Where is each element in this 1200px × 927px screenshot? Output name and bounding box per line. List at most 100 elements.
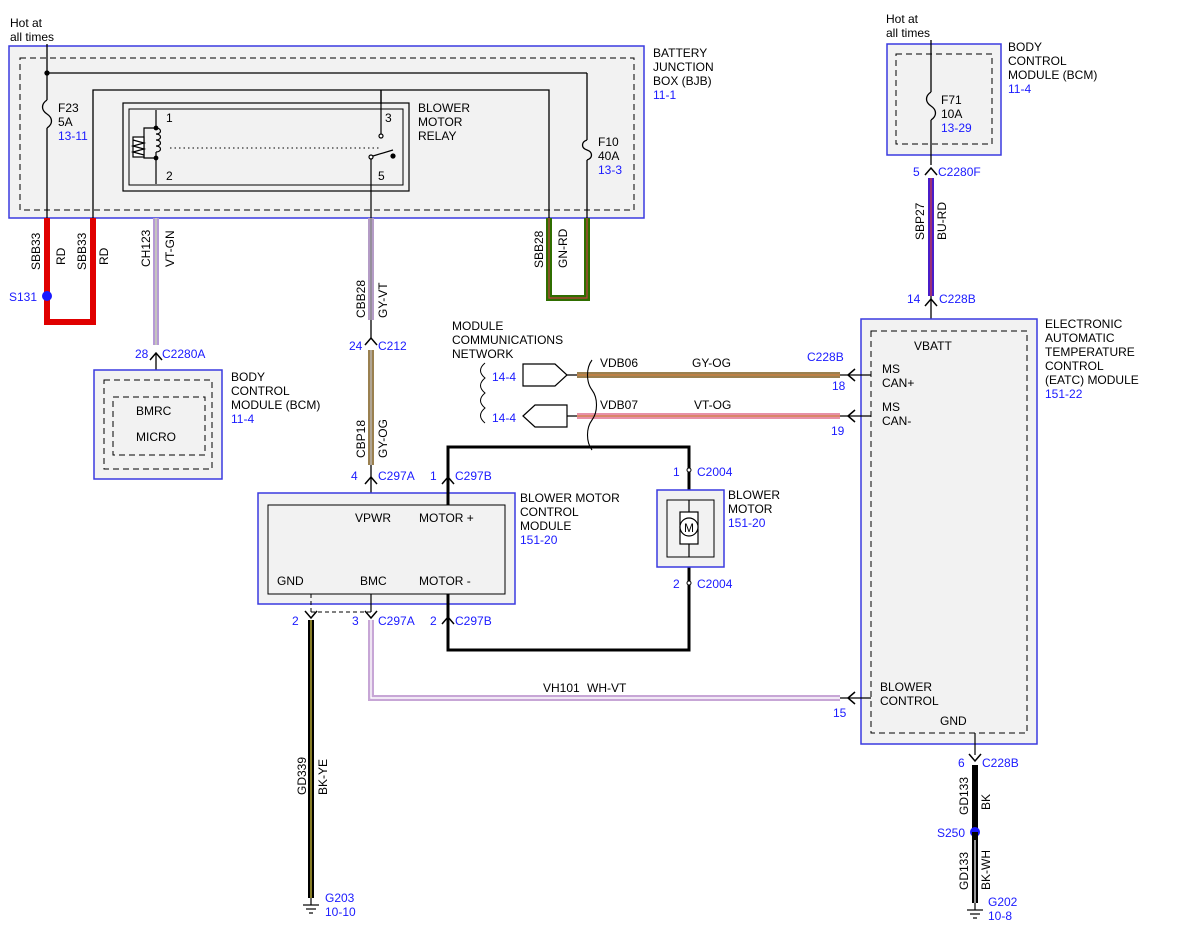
bcm-top-title-2: CONTROL xyxy=(1008,54,1067,68)
wire-sbb33-left-color: RD xyxy=(54,247,68,265)
wire-gd339-color: BK-YE xyxy=(316,759,330,795)
bcm-top-title-3: MODULE (BCM) xyxy=(1008,68,1097,82)
relay-pin-5: 5 xyxy=(378,169,385,183)
eatc-gnd-pin: 6 xyxy=(958,756,965,770)
eatc-vbatt-connector: C228B xyxy=(939,292,976,306)
bmcm-ref: 151-20 xyxy=(520,533,558,547)
network-ref-minus: 14-4 xyxy=(492,411,516,425)
c2280a-pin: 28 xyxy=(135,347,149,361)
fuse-f23-rating: 5A xyxy=(58,115,73,129)
connector-c297b-plus-arrow xyxy=(441,475,455,485)
bmcm-mminus-pin: 2 xyxy=(430,614,437,628)
bcm-left-ref: 11-4 xyxy=(231,412,254,426)
fuse-f10-symbol xyxy=(581,139,593,161)
relay-coil-icon xyxy=(130,110,162,184)
fuse-f23-name: F23 xyxy=(58,101,79,115)
eatc-canp-label-1: MS xyxy=(882,362,900,376)
fuse-f71-name: F71 xyxy=(941,93,962,107)
eatc-blower-label-2: CONTROL xyxy=(880,694,939,708)
wire-cbb28-circuit: CBB28 xyxy=(354,280,368,318)
bcm-top-ref: 11-4 xyxy=(1008,82,1031,96)
splice-s131-label: S131 xyxy=(9,290,37,304)
relay-pin-2: 2 xyxy=(166,169,173,183)
fuse-f23-ref: 13-11 xyxy=(58,129,88,143)
eatc-blower-pin: 15 xyxy=(833,706,847,720)
bmcm-vpwr-connector: C297A xyxy=(378,469,415,483)
bmcm-mminus-connector: C297B xyxy=(455,614,492,628)
wire-ch123-color: VT-GN xyxy=(163,230,177,267)
eatc-ref: 151-22 xyxy=(1045,387,1083,401)
relay-title-2: MOTOR xyxy=(418,115,463,129)
bmcm-title-3: MODULE xyxy=(520,519,571,533)
eatc-canp-label-2: CAN+ xyxy=(882,376,914,390)
bcm-top-module xyxy=(886,40,1002,165)
network-minus-flag xyxy=(522,404,568,428)
fuse-f71-ref: 13-29 xyxy=(941,121,972,135)
fuse-f10-name: F10 xyxy=(598,135,619,149)
wire-gd133-lower-circuit: GD133 xyxy=(957,852,971,890)
ground-g203-name: G203 xyxy=(325,891,355,905)
bjb-internal-wiring xyxy=(44,44,588,218)
bcm-left-title-1: BODY xyxy=(231,370,265,384)
bjb-title-2: JUNCTION xyxy=(653,60,714,74)
wire-vh101-color: WH-VT xyxy=(587,681,627,695)
bmcm-vpwr-label: VPWR xyxy=(355,511,391,525)
eatc-title-5: (EATC) MODULE xyxy=(1045,373,1139,387)
bcm-left-title-3: MODULE (BCM) xyxy=(231,398,320,412)
fuse-f10-ref: 13-3 xyxy=(598,163,622,177)
relay-pin-3: 3 xyxy=(385,111,392,125)
wire-gd133-lower-color: BK-WH xyxy=(979,850,993,890)
bjb-title-1: BATTERY xyxy=(653,46,707,60)
blower-motor-ref: 151-20 xyxy=(728,516,766,530)
c212-pin: 24 xyxy=(349,339,363,353)
wire-gd133-upper-circuit: GD133 xyxy=(957,777,971,815)
bmcm-title-1: BLOWER MOTOR xyxy=(520,491,620,505)
wire-sbb33-right-circuit: SBB33 xyxy=(75,232,89,270)
hot-label-right-1: Hot at xyxy=(886,12,919,26)
eatc-gnd-arrow xyxy=(968,753,982,763)
bcm-left-title-2: CONTROL xyxy=(231,384,290,398)
wire-gd133-upper-color: BK xyxy=(979,794,993,810)
relay-title-3: RELAY xyxy=(418,129,456,143)
bcm-left-module: BMRC MICRO xyxy=(93,369,223,480)
blower-motor: M xyxy=(656,489,725,568)
bmcm-gnd-label: GND xyxy=(277,574,304,588)
wire-vdb06-color: GY-OG xyxy=(692,356,731,370)
eatc-title-3: TEMPERATURE xyxy=(1045,345,1135,359)
bcm-top-title-1: BODY xyxy=(1008,40,1042,54)
wire-sbb33-left-circuit: SBB33 xyxy=(29,232,43,270)
eatc-title-2: AUTOMATIC xyxy=(1045,331,1115,345)
eatc-title-1: ELECTRONIC xyxy=(1045,317,1123,331)
hot-label-left-1: Hot at xyxy=(10,16,43,30)
bmcm-bmc-arrow xyxy=(364,610,378,620)
wire-vh101-circuit: VH101 xyxy=(543,681,580,695)
eatc-gnd-connector: C228B xyxy=(982,756,1019,770)
connector-c2280f-arrow xyxy=(924,166,938,176)
c2280f-label: C2280F xyxy=(938,165,981,179)
wire-sbb33-right-color: RD xyxy=(97,247,111,265)
eatc-blower-label-1: BLOWER xyxy=(880,680,932,694)
blower-motor-conn-bottom: C2004 xyxy=(697,577,733,591)
blower-motor-pin-bottom: 2 xyxy=(673,577,680,591)
network-label-3: NETWORK xyxy=(452,347,513,361)
bmcm-bmc-label: BMC xyxy=(360,574,387,588)
eatc-gnd-label: GND xyxy=(940,714,967,728)
relay-title-1: BLOWER xyxy=(418,101,470,115)
bmcm-gnd-arrow xyxy=(304,610,318,620)
wire-cbp18-color: GY-OG xyxy=(376,419,390,458)
bmcm-mplus-connector: C297B xyxy=(455,469,492,483)
connector-c297b-minus-arrow xyxy=(441,615,455,625)
ground-g203-ref: 10-10 xyxy=(325,905,356,919)
eatc-canm-label-2: CAN- xyxy=(882,414,911,428)
bmcm-motor-minus-label: MOTOR - xyxy=(419,574,471,588)
bmcm-title-2: CONTROL xyxy=(520,505,579,519)
network-plus-flag xyxy=(522,363,568,387)
eatc-vbatt-pin: 14 xyxy=(907,292,921,306)
ground-g203-icon xyxy=(303,898,319,914)
wire-ch123-circuit: CH123 xyxy=(139,229,153,267)
bmcm-gnd-pin: 2 xyxy=(292,614,299,628)
bmcm-vpwr-pin: 4 xyxy=(351,469,358,483)
c2280a-label: C2280A xyxy=(162,347,205,361)
splice-s250-label: S250 xyxy=(937,826,965,840)
ground-g202-name: G202 xyxy=(988,895,1018,909)
